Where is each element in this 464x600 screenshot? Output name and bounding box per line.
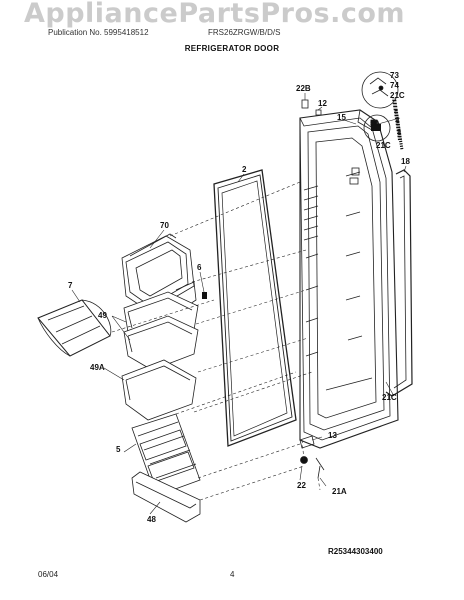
door-trim-part	[385, 169, 413, 397]
callout-22: 22	[297, 481, 306, 490]
callout-6: 6	[197, 263, 202, 272]
callout-2: 2	[242, 165, 247, 174]
callout-49a: 49A	[90, 363, 105, 372]
callout-48: 48	[147, 515, 156, 524]
callout-21a: 21A	[332, 487, 347, 496]
reference-code: R25344303400	[328, 547, 383, 556]
callout-74: 74	[390, 81, 399, 90]
leader-lines	[71, 93, 407, 515]
callout-5: 5	[116, 445, 121, 454]
footer-date: 06/04	[38, 570, 59, 579]
clip-part	[202, 292, 207, 299]
callout-22b: 22B	[296, 84, 311, 93]
callout-18: 18	[401, 157, 410, 166]
callout-73: 73	[390, 71, 399, 80]
callout-15: 15	[337, 113, 346, 122]
shelf-insert-part	[131, 413, 201, 497]
callout-12: 12	[318, 99, 327, 108]
callout-21c-top: 21C	[390, 91, 405, 100]
callout-7: 7	[68, 281, 73, 290]
publication-number: Publication No. 5995418512	[48, 28, 149, 37]
assembly-lines	[111, 181, 321, 501]
page-number: 4	[230, 570, 235, 579]
callout-50: 50	[370, 119, 379, 128]
top-hinge-parts	[301, 71, 404, 151]
door-shell-part	[299, 109, 399, 449]
callout-49: 49	[98, 311, 107, 320]
watermark-logo: AppliancePartsPros.com	[24, 0, 406, 29]
callout-21c-mid: 21C	[376, 141, 391, 150]
door-gasket-part	[213, 169, 297, 447]
model-number: FRS26ZRGW/B/D/S	[208, 28, 281, 37]
dairy-door-part	[37, 299, 112, 357]
door-bin-lower-part	[121, 359, 197, 421]
page-title: REFRIGERATOR DOOR	[184, 44, 280, 53]
bottom-hinge-part	[299, 435, 325, 479]
callout-70: 70	[160, 221, 169, 230]
callout-13: 13	[328, 431, 337, 440]
callout-21c-low: 21C	[382, 393, 397, 402]
dairy-bin-part	[121, 233, 197, 313]
bottom-bin-part	[131, 471, 201, 523]
callout-labels: 73 74 21C 22B 12 15 50 21C 18 2 70 6 7 4…	[68, 71, 410, 524]
door-bin-upper-part	[123, 291, 199, 371]
